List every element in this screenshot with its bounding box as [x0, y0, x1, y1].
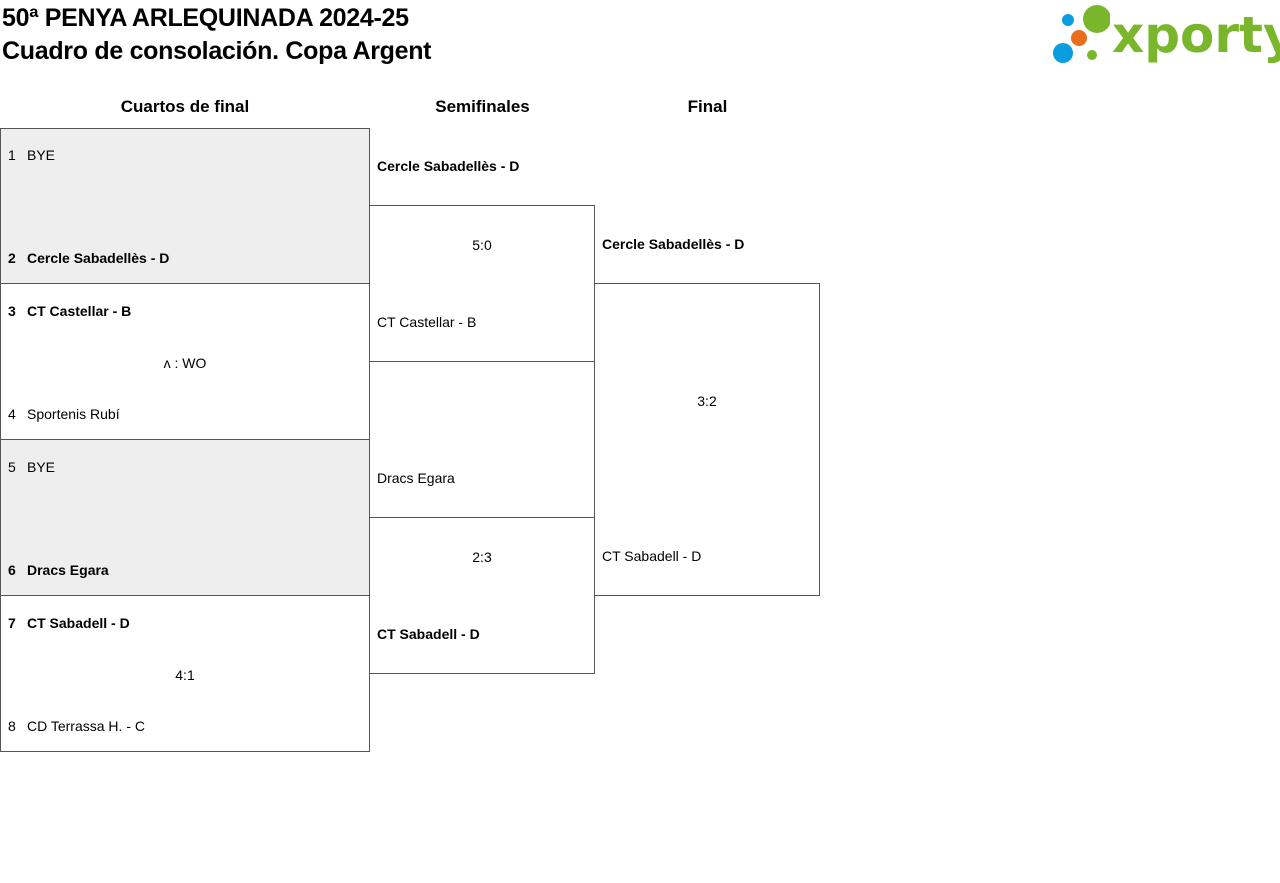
sf1-top-team: Cercle Sabadellès - D: [377, 158, 520, 174]
team-name: BYE: [27, 147, 56, 163]
seed-number: 1: [8, 147, 16, 163]
qf-match-1[interactable]: 1 BYE 2 Cercle Sabadellès - D: [0, 128, 370, 284]
team-entry: 7 CT Sabadell - D: [8, 614, 130, 632]
seed-number: 5: [8, 459, 16, 475]
match-score: 3:2: [697, 393, 717, 409]
final-match[interactable]: 3:2: [594, 283, 820, 596]
sf-match-1[interactable]: 5:0: [369, 205, 595, 362]
logo-wordmark: xporty: [1112, 6, 1280, 64]
xporty-logo[interactable]: xporty: [1050, 4, 1280, 68]
seed-number: 6: [8, 562, 16, 578]
team-name: Cercle Sabadellès - D: [27, 250, 170, 266]
team-entry: 5 BYE: [8, 458, 55, 476]
round-header-quarterfinals: Cuartos de final: [120, 97, 250, 116]
match-score: 2:3: [472, 549, 492, 565]
sf-match-2[interactable]: 2:3: [369, 517, 595, 674]
team-name: CD Terrassa H. - C: [27, 718, 145, 734]
qf-match-2[interactable]: 3 CT Castellar - B ʌ : WO 4 Sportenis Rubí: [0, 283, 370, 439]
page-title: 50ª PENYA ARLEQUINADA 2024-25: [2, 4, 409, 32]
team-entry: 6 Dracs Egara: [8, 561, 109, 579]
qf-match-3[interactable]: 5 BYE 6 Dracs Egara: [0, 439, 370, 595]
round-header-final: Final: [687, 97, 728, 116]
match-score: ʌ : WO: [163, 355, 207, 371]
seed-number: 2: [8, 250, 16, 266]
team-name: Dracs Egara: [27, 562, 109, 578]
page-subtitle: Cuadro de consolación. Copa Argent: [2, 37, 432, 65]
round-header-semifinals: Semifinales: [435, 97, 530, 116]
team-entry: 3 CT Castellar - B: [8, 302, 131, 320]
seed-number: 4: [8, 406, 16, 422]
sf2-top-team: Dracs Egara: [377, 470, 455, 486]
qf-match-4[interactable]: 7 CT Sabadell - D 4:1 8 CD Terrassa H. - C: [0, 595, 370, 752]
final-bottom-team: CT Sabadell - D: [602, 548, 702, 564]
seed-number: 7: [8, 615, 16, 631]
final-top-team: Cercle Sabadellès - D: [602, 236, 745, 252]
seed-number: 8: [8, 718, 16, 734]
team-entry: 4 Sportenis Rubí: [8, 405, 120, 423]
team-entry: 8 CD Terrassa H. - C: [8, 717, 145, 735]
seed-number: 3: [8, 303, 16, 319]
sf2-bottom-team: CT Sabadell - D: [377, 626, 480, 642]
team-name: CT Sabadell - D: [27, 615, 130, 631]
team-entry: 1 BYE: [8, 146, 55, 164]
team-name: BYE: [27, 459, 56, 475]
team-name: Sportenis Rubí: [27, 406, 120, 422]
sf1-bottom-team: CT Castellar - B: [377, 314, 477, 330]
team-entry: 2 Cercle Sabadellès - D: [8, 249, 169, 267]
team-name: CT Castellar - B: [27, 303, 132, 319]
match-score: 5:0: [472, 237, 492, 253]
logo-dots-icon: [1053, 5, 1110, 63]
match-score: 4:1: [175, 667, 195, 683]
